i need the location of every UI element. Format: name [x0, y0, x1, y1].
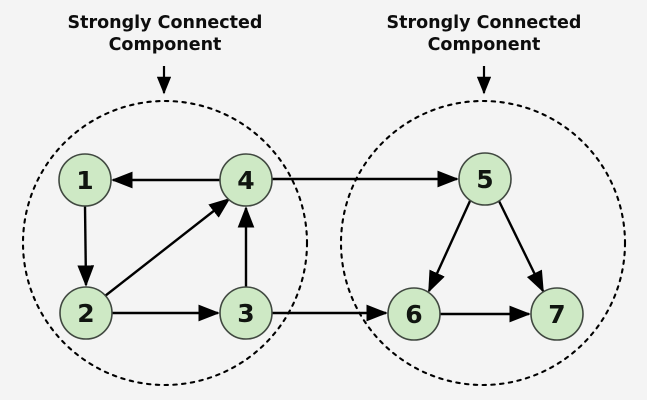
group-boundary-component-left	[21, 99, 309, 387]
graph-nodes: 1 2 3 4 5 6 7	[58, 152, 584, 341]
edge-2-to-4	[104, 197, 231, 297]
scc-left-label-line1: Strongly Connected	[68, 13, 263, 33]
node-4[interactable]: 4	[219, 153, 273, 207]
node-5-label: 5	[476, 165, 493, 194]
graph-edges	[77, 170, 545, 323]
group-boundary-component-right	[339, 99, 627, 387]
scc-left-label-line2: Component	[109, 35, 222, 55]
node-6[interactable]: 6	[387, 287, 441, 341]
node-3-label: 3	[237, 299, 254, 328]
node-2-circle[interactable]	[59, 286, 113, 340]
node-1-circle[interactable]	[58, 153, 112, 207]
node-5[interactable]: 5	[458, 152, 512, 206]
node-1[interactable]: 1	[58, 153, 112, 207]
node-3[interactable]: 3	[219, 286, 273, 340]
node-3-circle[interactable]	[219, 286, 273, 340]
edge-1-to-2	[77, 205, 95, 287]
node-2-label: 2	[77, 299, 94, 328]
node-7[interactable]: 7	[530, 287, 584, 341]
edge-5-to-7	[497, 200, 545, 293]
scc-right-label-line1: Strongly Connected	[387, 13, 582, 33]
node-4-label: 4	[237, 166, 254, 195]
edge-5-to-6	[427, 200, 472, 293]
annotation-scc-left: Strongly Connected Component	[68, 13, 263, 95]
node-2[interactable]: 2	[59, 286, 113, 340]
node-5-circle[interactable]	[458, 152, 512, 206]
group-circles	[21, 99, 627, 387]
annotation-scc-right: Strongly Connected Component	[387, 13, 582, 95]
scc-right-label-line2: Component	[428, 35, 541, 55]
node-6-circle[interactable]	[387, 287, 441, 341]
node-4-circle[interactable]	[219, 153, 273, 207]
node-6-label: 6	[405, 300, 422, 329]
node-7-label: 7	[548, 300, 565, 329]
node-1-label: 1	[76, 166, 93, 195]
node-7-circle[interactable]	[530, 287, 584, 341]
